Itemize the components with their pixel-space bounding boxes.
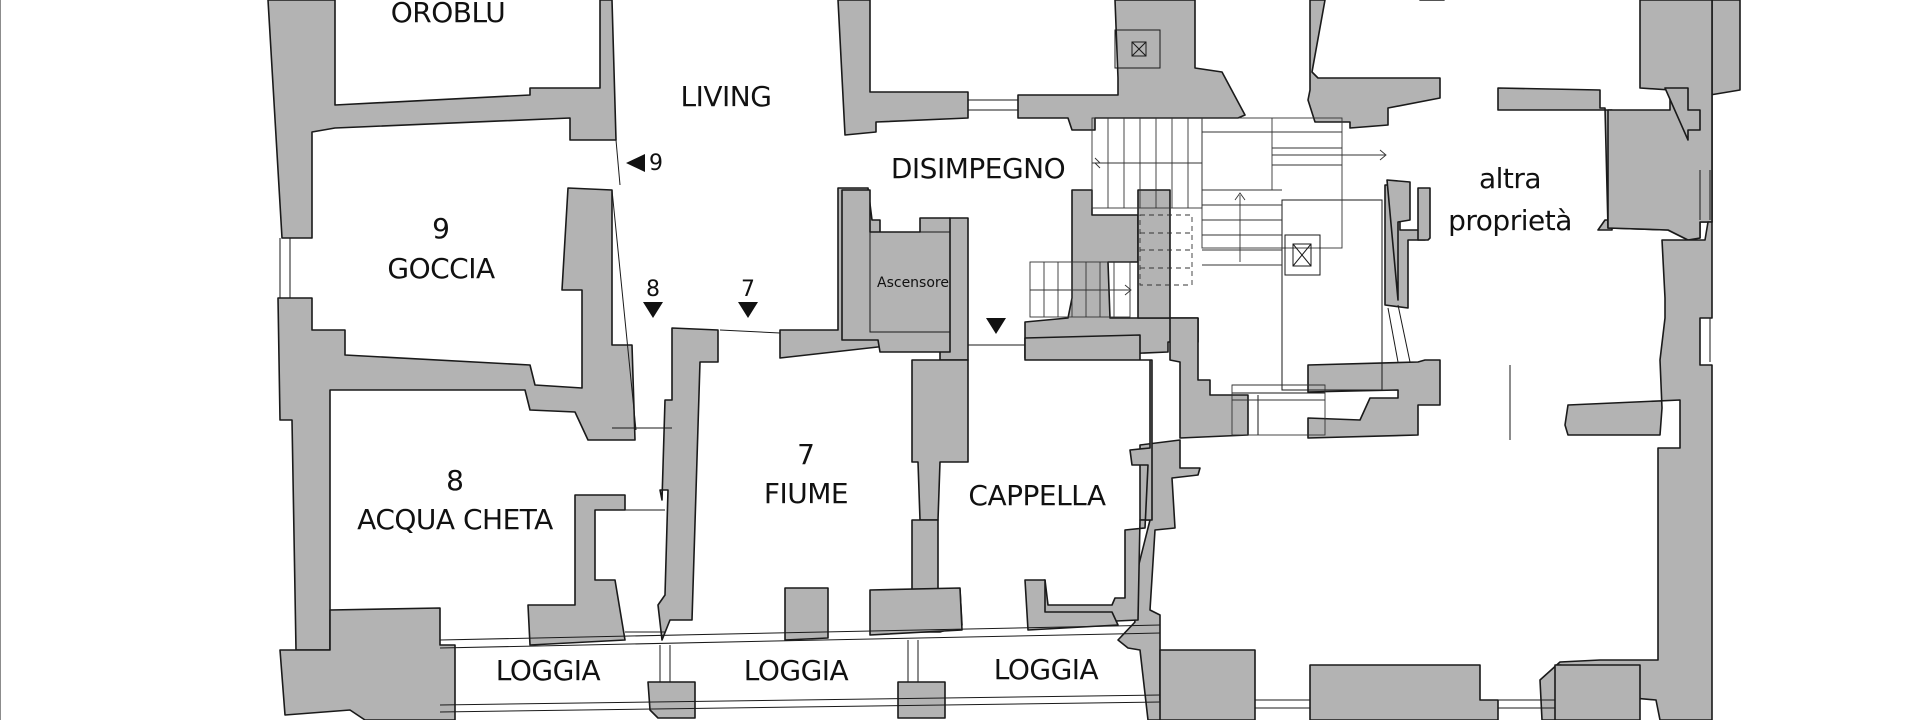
view-markers: 9 8 7 [626, 151, 1006, 334]
marker-9-label: 9 [649, 151, 663, 176]
room-label-disimpegno: DISIMPEGNO [891, 152, 1065, 185]
wall-stair-center [1137, 189, 1249, 439]
wall-bottom-pier-1 [1309, 664, 1499, 720]
wall-fiume-left [657, 327, 719, 641]
shaft-symbol-stair [1284, 234, 1321, 276]
wall-fiume-bottom-left [784, 587, 829, 641]
wall-stair-right [1307, 359, 1441, 439]
wall-bottom-pier-3 [1554, 664, 1641, 720]
wall-loggia-pier-1 [647, 681, 696, 719]
marker-7-label: 7 [741, 277, 755, 302]
wall-altra-left2 [1417, 187, 1431, 241]
marker-7-triangle [738, 302, 758, 318]
wall-left-upper [267, 0, 617, 239]
wall-elevator [841, 189, 951, 353]
room-label-ascensore: Ascensore [877, 275, 949, 291]
room-number-fiume: 7 [797, 438, 815, 471]
room-label-loggia-3: LOGGIA [994, 653, 1099, 686]
room-labels: OROBLU LIVING DISIMPEGNO Ascensore altra… [357, 0, 1572, 687]
room-label-cappella: CAPPELLA [968, 479, 1106, 512]
shaft-symbols [1114, 29, 1321, 276]
wall-right-outer [1664, 87, 1701, 141]
wall-right-top [1307, 0, 1441, 129]
marker-8-triangle [643, 302, 663, 318]
wall-top-center-left [837, 0, 969, 136]
marker-disimpegno-triangle [986, 318, 1006, 334]
room-label-acqua-cheta: ACQUA CHETA [357, 503, 553, 536]
wall-top-center-right [1017, 0, 1246, 131]
room-label-altra-line2: proprietà [1448, 204, 1572, 237]
room-label-loggia-2: LOGGIA [744, 654, 849, 687]
walls [267, 0, 1741, 720]
wall-fiume-bottom-right [869, 587, 963, 636]
marker-9-triangle [626, 154, 645, 172]
wall-stair-right-upper [1386, 179, 1411, 301]
room-label-goccia: GOCCIA [387, 252, 495, 285]
shaft-symbol-top [1114, 29, 1161, 69]
wall-loggia-pier-2 [897, 681, 946, 719]
wall-right-outer-main [1539, 221, 1713, 720]
room-number-acqua-cheta: 8 [446, 464, 464, 497]
wall-left-bottom [279, 607, 456, 720]
wall-acqua-inner [527, 494, 626, 646]
marker-8-label: 8 [646, 277, 660, 302]
wall-cappella-bottom [1024, 579, 1119, 631]
room-label-oroblu: OROBLU [391, 0, 505, 29]
room-number-goccia: 9 [432, 212, 450, 245]
staircases [1029, 117, 1387, 436]
wall-fiume-right [911, 359, 969, 521]
room-label-loggia-1: LOGGIA [496, 654, 601, 687]
room-label-fiume: FIUME [764, 477, 848, 510]
room-label-living: LIVING [681, 80, 772, 113]
room-label-altra-line1: altra [1479, 162, 1541, 195]
wall-bottom-pier-2 [1159, 649, 1256, 720]
